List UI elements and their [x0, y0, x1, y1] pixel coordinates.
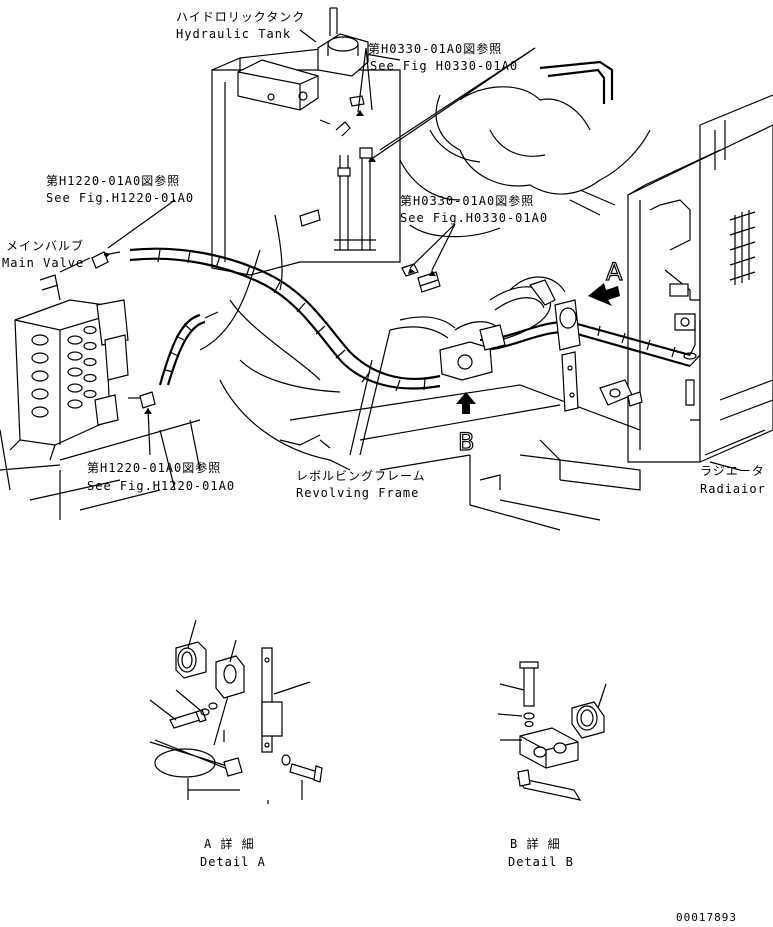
ref-h0330-top-en: See Fig H0330-01A0 — [370, 59, 518, 73]
radiator-drawing — [627, 94, 773, 463]
hydraulic-tank-label-jp: ハイドロリックタンク — [176, 10, 305, 24]
text-labels: ハイドロリックタンク Hydraulic Tank 第H0330-01A0図参照… — [2, 10, 766, 924]
callout-a-label: A — [606, 258, 623, 286]
callout-arrows — [456, 283, 620, 414]
revolving-frame-label-jp: レボルビングフレーム — [296, 469, 426, 483]
detail-a-label-en: Detail A — [200, 855, 266, 869]
radiator-label-en: Radiaior — [700, 482, 766, 496]
engine-background — [399, 60, 651, 238]
hydraulic-tank-drawing — [211, 7, 401, 276]
callout-b-label: B — [458, 428, 474, 456]
detail-b-drawing — [497, 661, 607, 801]
hydraulic-tank-label-en: Hydraulic Tank — [176, 27, 291, 41]
clamp-assembly-drawing — [439, 279, 643, 412]
detail-a-drawing — [149, 619, 323, 804]
ref-h0330-top-jp: 第H0330-01A0図参照 — [368, 41, 502, 56]
revolving-frame-drawing — [0, 214, 641, 531]
main-valve-label-en: Main Valve — [2, 256, 84, 270]
drawing-number: 00017893 — [676, 911, 737, 924]
revolving-frame-label-en: Revolving Frame — [296, 486, 419, 500]
ref-h1220-top-jp: 第H1220-01A0図参照 — [46, 173, 180, 188]
tank-fittings — [401, 263, 441, 293]
detail-b-label-en: Detail B — [508, 855, 574, 869]
arrow-a-icon — [588, 283, 620, 306]
ref-h1220-bot-jp: 第H1220-01A0図参照 — [87, 460, 221, 475]
detail-a-label-jp: A 詳 細 — [204, 836, 255, 851]
main-valve-drawing — [9, 251, 156, 461]
ref-h1220-bot-en: See Fig.H1220-01A0 — [87, 479, 235, 493]
detail-b-label-jp: B 詳 細 — [510, 836, 561, 851]
radiator-label-jp: ラジエータ — [700, 464, 765, 478]
leader-lines — [59, 29, 741, 471]
main-valve-label-jp: メインバルブ — [6, 238, 84, 253]
ref-h0330-mid-en: See Fig.H0330-01A0 — [400, 211, 548, 225]
arrow-b-icon — [456, 392, 476, 414]
ref-h0330-mid-jp: 第H0330-01A0図参照 — [400, 193, 534, 208]
ref-h1220-top-en: See Fig.H1220-01A0 — [46, 191, 194, 205]
